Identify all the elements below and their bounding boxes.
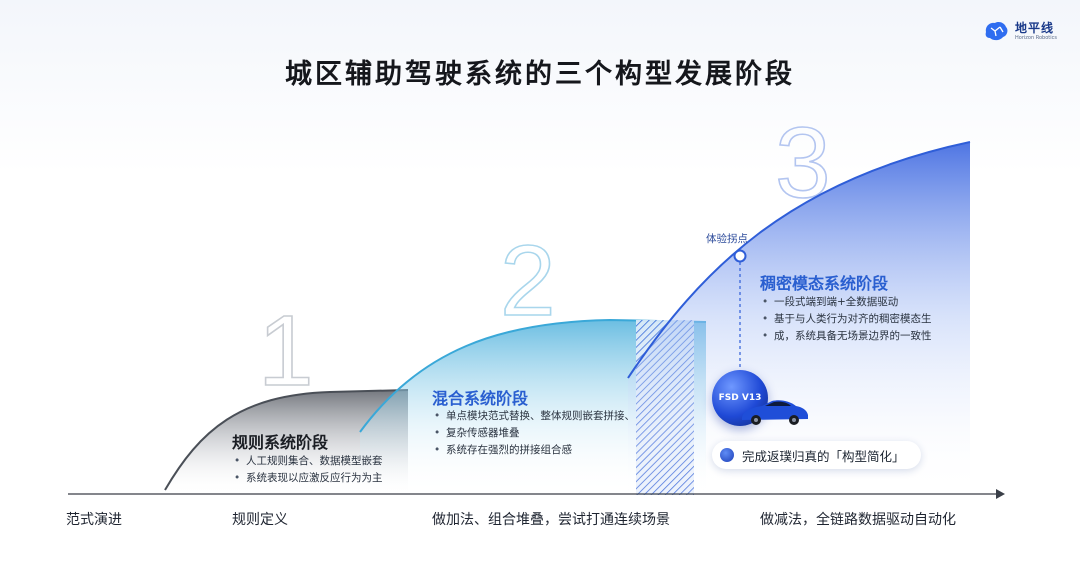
list-item: 复杂传感器堆叠 [432,425,635,442]
list-item: 系统存在强烈的拼接组合感 [432,442,635,459]
stage1-title: 规则系统阶段 [232,433,329,452]
list-item: 系统表现以应激反应行为为主 [232,470,383,487]
stage2-bullets: 单点模块范式替换、整体规则嵌套拼接、 复杂传感器堆叠 系统存在强烈的拼接组合感 [432,408,635,459]
axis-arrow-icon [996,489,1005,499]
page-title: 城区辅助驾驶系统的三个构型发展阶段 [285,59,795,90]
dot-icon [720,448,734,462]
badge-text: 完成返璞归真的「构型简化」 [742,448,905,464]
brand-name: 地平线 [1015,20,1055,35]
inflection-label: 体验拐点 [706,233,748,245]
model-label: FSD V13 [718,393,762,403]
list-item: 基于与人类行为对齐的稠密模态生 [760,311,932,328]
brand-name-en: Horizon Robotics [1015,34,1057,41]
stage3-bullets: 一段式端到端+全数据驱动 基于与人类行为对齐的稠密模态生 成，系统具备无场景边界… [760,294,932,345]
simplification-badge: 完成返璞归真的「构型简化」 [712,441,921,469]
stage-number-1: 1 [258,295,314,407]
stage2-curve [359,318,707,433]
list-item: 人工规则集合、数据模型嵌套 [232,453,383,470]
stage1-curve [164,389,409,491]
brain-logo-icon [985,22,1008,41]
list-item: 一段式端到端+全数据驱动 [760,294,932,311]
list-item: 单点模块范式替换、整体规则嵌套拼接、 [432,408,635,425]
axis-label-stage1: 规则定义 [232,512,288,528]
car-icon [742,400,808,425]
stage-number-2: 2 [500,225,556,337]
brand-logo: 地平线 Horizon Robotics [983,20,1057,42]
stage3-curve [627,141,971,379]
axis-label-stage2: 做加法、组合堆叠，尝试打通连续场景 [432,512,670,528]
stage1-bullets: 人工规则集合、数据模型嵌套 系统表现以应激反应行为为主 [232,453,383,487]
fsd-sphere: FSD V13 [712,370,768,426]
list-item: 成，系统具备无场景边界的一致性 [760,328,932,345]
axis-name: 范式演进 [66,512,122,528]
inflection-point [733,249,747,263]
stage2-title: 混合系统阶段 [432,389,529,408]
stage3-title: 稠密模态系统阶段 [760,274,889,293]
axis-label-stage3: 做减法，全链路数据驱动自动化 [760,512,956,528]
